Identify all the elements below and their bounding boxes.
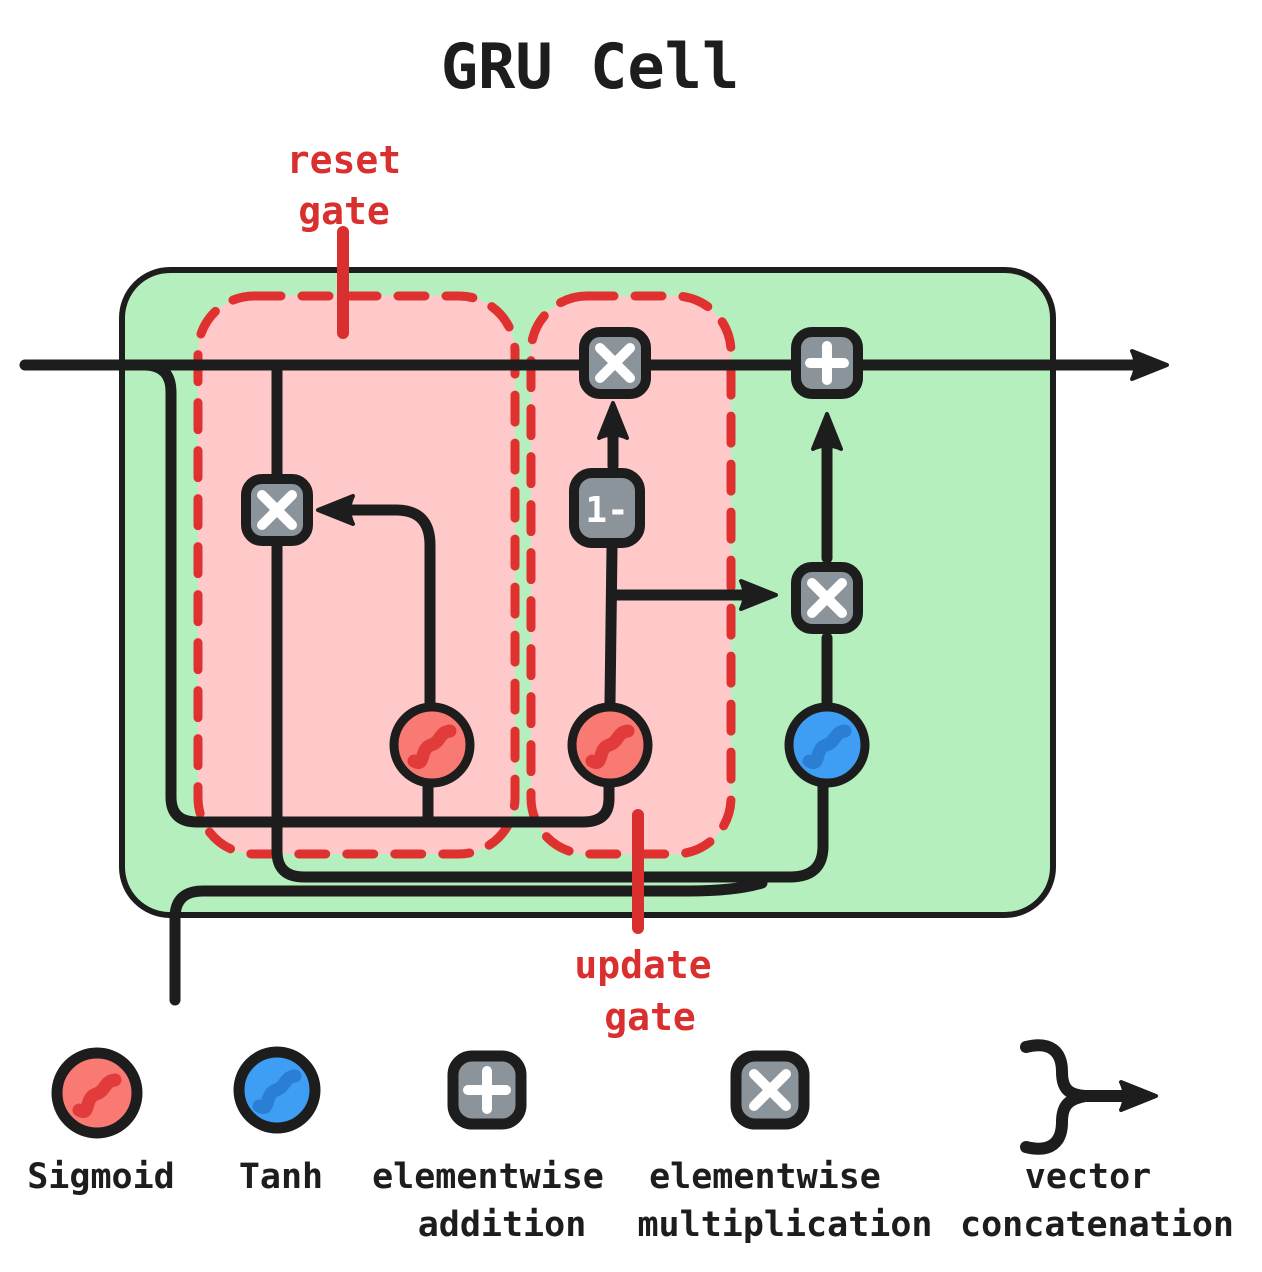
legend-label-vector-concatenation-line1: vector [1025, 1157, 1151, 1197]
vector-concatenation-icon [1020, 1039, 1122, 1155]
one-minus-label: 1- [585, 490, 628, 531]
addition-op [791, 327, 863, 399]
one-minus-box [569, 468, 645, 548]
legend-item-tanh: Tanh [233, 1046, 323, 1197]
legend-label-elementwise-multiplication-line1: elementwise [649, 1157, 881, 1197]
reset-gate-label-line2: gate [298, 189, 390, 233]
update-sigmoid-output-line [604, 542, 618, 708]
reset-gate-label-line1: reset [287, 138, 401, 182]
multiply-icon [749, 1069, 791, 1111]
legend-item-vector-concatenation: vector concatenation [960, 1039, 1234, 1245]
tanh-curve [802, 724, 852, 769]
concat-feed-line [140, 359, 615, 828]
legend: Sigmoid Tanh elementwise addition elemen… [27, 1039, 1234, 1245]
legend-item-sigmoid: Sigmoid [27, 1047, 175, 1197]
update-gate-label-line1: update [574, 943, 711, 987]
legend-label-elementwise-multiplication-line2: multiplication [637, 1205, 932, 1245]
legend-item-elementwise-addition: elementwise addition [372, 1050, 604, 1245]
legend-label-elementwise-addition-line1: elementwise [372, 1157, 604, 1197]
candidate-multiply-op [791, 562, 863, 634]
sigmoid-curve [72, 1073, 122, 1118]
reset-sigmoid-node [389, 702, 475, 788]
tanh-curve [252, 1069, 302, 1114]
one-minus-op: 1- [569, 468, 645, 548]
plus-icon [463, 1066, 511, 1114]
update-sigmoid-node [567, 702, 653, 788]
input-line [169, 877, 768, 1006]
multiply-icon [595, 343, 635, 383]
legend-label-elementwise-addition-line2: addition [418, 1205, 587, 1245]
legend-label-vector-concatenation-line2: concatenation [960, 1205, 1234, 1245]
diagram-title: GRU Cell [441, 30, 740, 103]
plus-icon [805, 341, 849, 385]
reset-sigmoid-output-arrow [316, 494, 436, 708]
sigmoid-curve [585, 724, 635, 769]
legend-label-tanh: Tanh [239, 1157, 323, 1197]
legend-label-sigmoid: Sigmoid [27, 1157, 175, 1197]
update-multiply-op [579, 327, 651, 399]
tanh-node [784, 702, 870, 788]
legend-item-elementwise-multiplication: elementwise multiplication [637, 1050, 933, 1245]
candidate-feed-line [271, 540, 829, 883]
reset-gate-region [193, 291, 520, 859]
reset-multiply-op [241, 474, 313, 546]
multiply-icon [257, 490, 297, 530]
multiply-icon [807, 578, 847, 618]
sigmoid-curve [407, 724, 457, 769]
update-gate-label-line2: gate [604, 995, 696, 1039]
